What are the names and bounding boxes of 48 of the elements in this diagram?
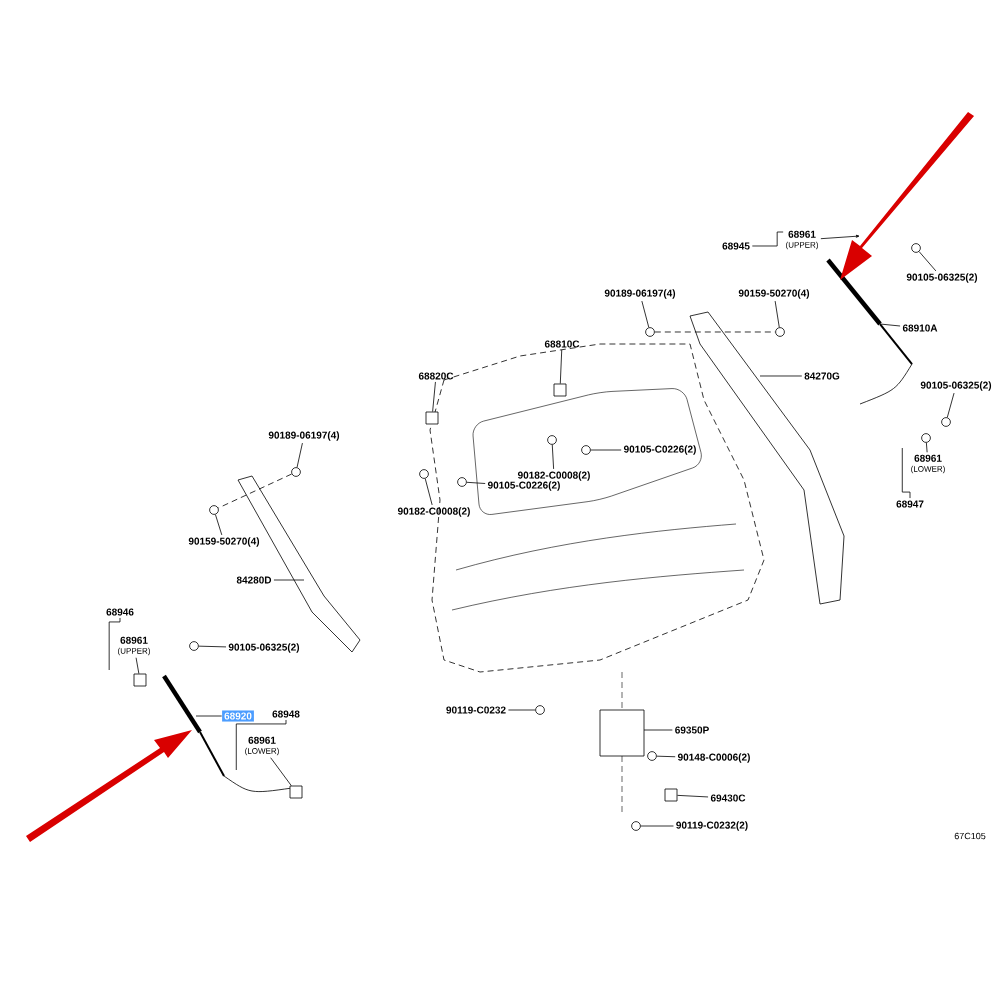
clip	[553, 383, 567, 397]
assembly-line	[217, 473, 293, 509]
bolt	[547, 435, 557, 445]
bolt	[645, 327, 655, 337]
bolt	[189, 641, 199, 651]
clip	[289, 785, 303, 799]
leader-line	[198, 645, 227, 648]
leader-line	[466, 481, 486, 484]
leader-line	[270, 757, 292, 786]
leader-line	[432, 381, 436, 412]
leader-line	[590, 449, 622, 451]
bolt	[457, 477, 467, 487]
bolt	[291, 467, 301, 477]
bolt	[921, 433, 931, 443]
leader-line	[551, 444, 554, 470]
bolt	[647, 751, 657, 761]
leader-line	[926, 442, 928, 453]
leader-line	[656, 755, 676, 758]
leader-line	[135, 657, 140, 674]
leader-line	[559, 349, 563, 384]
leader-line	[759, 375, 803, 377]
bolt	[941, 417, 951, 427]
leader-line	[508, 709, 536, 711]
bolt	[631, 821, 641, 831]
clip	[133, 673, 147, 687]
bolt	[581, 445, 591, 455]
leader-line	[424, 478, 433, 506]
leader-line	[946, 392, 955, 418]
assembly-line	[654, 331, 776, 333]
bolt	[209, 505, 219, 515]
leader-line	[820, 234, 860, 240]
leader-line	[273, 579, 305, 581]
leader-line	[918, 251, 937, 272]
bolt	[911, 243, 921, 253]
leader-line	[677, 794, 709, 798]
bolt	[775, 327, 785, 337]
leader-line	[296, 442, 303, 468]
leader-line	[774, 300, 780, 328]
leader-line	[643, 729, 673, 731]
leader-line	[640, 825, 674, 827]
leader-line	[641, 300, 650, 328]
bolt	[535, 705, 545, 715]
leader-line	[195, 715, 223, 717]
clip	[425, 411, 439, 425]
bolt	[419, 469, 429, 479]
leader-line	[879, 323, 901, 327]
clip	[664, 788, 678, 802]
leader-line	[215, 514, 223, 536]
